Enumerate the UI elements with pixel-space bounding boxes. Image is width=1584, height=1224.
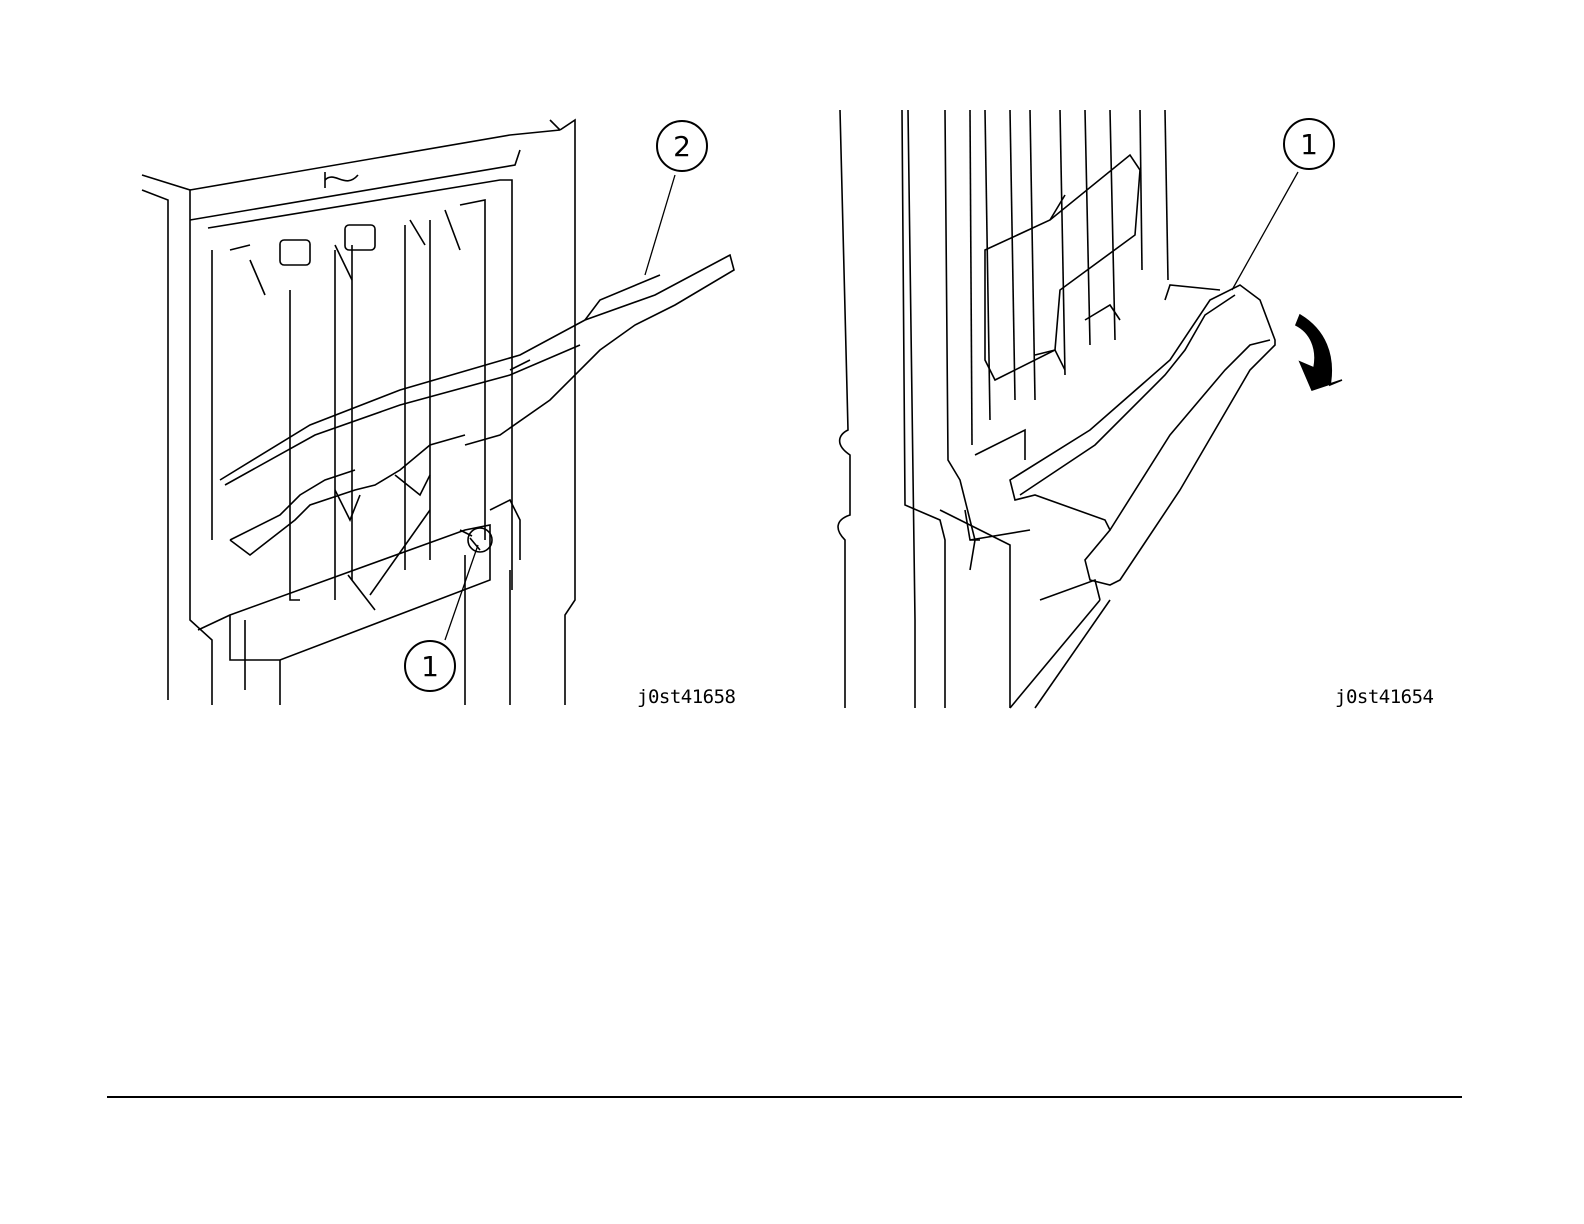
footer-rule	[107, 1096, 1462, 1098]
right-illustration: 1 j0st41654	[820, 100, 1450, 720]
right-leader-lines	[820, 100, 1450, 720]
figure-id-label: j0st41658	[637, 686, 735, 708]
callout-1: 1	[404, 640, 456, 692]
left-illustration: 2 1 j0st41658	[130, 100, 750, 720]
figure-id-label: j0st41654	[1335, 686, 1433, 708]
left-leader-lines	[130, 100, 750, 720]
callout-1: 1	[1283, 118, 1335, 170]
callout-2: 2	[656, 120, 708, 172]
